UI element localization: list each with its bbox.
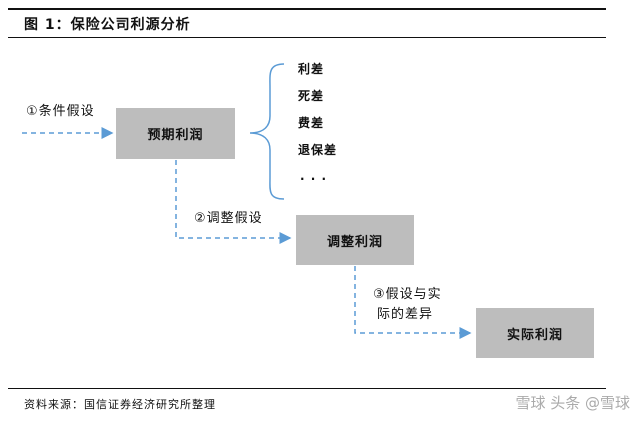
source-note: 资料来源：国信证券经济研究所整理 — [24, 398, 216, 411]
item-ellipsis: · · · — [300, 172, 328, 186]
label-difference-line1: ③假设与实 — [373, 287, 442, 302]
box-expected-profit: 预期利润 — [116, 108, 235, 159]
box-actual-profit-label: 实际利润 — [506, 327, 563, 343]
curly-brace — [249, 63, 285, 200]
bottom-rule — [8, 388, 606, 389]
label-adjust-assumption: ②调整假设 — [194, 211, 263, 226]
watermark: 雪球 头条 @雪球 — [515, 394, 630, 412]
arrow-difference — [354, 266, 472, 339]
box-adjusted-profit: 调整利润 — [296, 215, 414, 265]
item-expense-spread: 费差 — [298, 116, 325, 130]
box-actual-profit: 实际利润 — [476, 308, 594, 358]
title-underline — [8, 37, 606, 38]
item-interest-spread: 利差 — [298, 62, 325, 76]
item-surrender-spread: 退保差 — [298, 143, 338, 157]
label-difference-line2: 际的差异 — [377, 307, 434, 322]
item-mortality-spread: 死差 — [298, 89, 325, 103]
arrow-adjust — [175, 160, 292, 244]
figure-title: 图 1：保险公司利源分析 — [24, 17, 191, 33]
box-adjusted-profit-label: 调整利润 — [326, 234, 383, 250]
top-rule — [8, 8, 606, 10]
label-assumption: ①条件假设 — [26, 104, 95, 119]
box-expected-profit-label: 预期利润 — [147, 128, 204, 143]
